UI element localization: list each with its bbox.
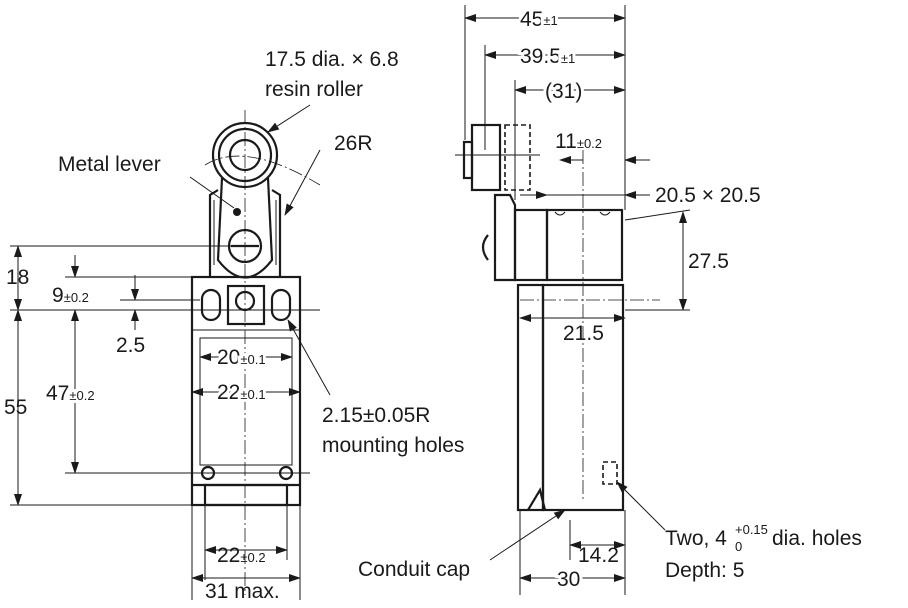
dim-18: 18 [6,266,29,289]
svg-text:Depth: 5: Depth: 5 [665,559,744,582]
side-view: 45±1 39.5±1 (31) 11±0.2 20.5 × 20.5 27.5… [358,5,862,595]
holes-tol-upper: +0.15 [735,522,768,537]
svg-text:20±0.1: 20±0.1 [217,346,266,369]
dim-9-tol: ±0.2 [64,290,89,305]
dim-20-5-square: 20.5 × 20.5 [655,184,761,207]
svg-text:22±0.2: 22±0.2 [217,544,266,567]
dim-20-tol: ±0.1 [240,352,265,367]
holes-label-suffix: dia. holes [772,527,862,550]
svg-text:0: 0 [735,539,742,554]
dim-30: 30 [557,568,580,591]
svg-text:2.5: 2.5 [116,334,145,357]
dim-21-5: 21.5 [563,322,604,345]
dim-11: 11 [555,130,577,153]
svg-text:55: 55 [4,396,27,419]
dim-47-tol: ±0.2 [69,388,94,403]
svg-text:47±0.2: 47±0.2 [46,382,95,405]
dim-11-tol: ±0.2 [577,136,602,151]
svg-text:Conduit cap: Conduit cap [358,558,470,581]
svg-text:+0.15: +0.15 [735,522,768,537]
svg-text:Two, 4: Two, 4 [665,527,727,550]
dim-47: 47 [46,382,69,405]
dim-31: (31) [545,80,582,103]
radius-label: 26R [334,132,373,155]
lever-label: Metal lever [58,153,161,176]
svg-text:20.5 × 20.5: 20.5 × 20.5 [655,184,761,207]
svg-text:45±1: 45±1 [520,8,558,31]
svg-text:18: 18 [6,266,29,289]
svg-text:26R: 26R [334,132,373,155]
svg-text:39.5±1: 39.5±1 [520,45,575,68]
svg-text:27.5: 27.5 [688,250,729,273]
holes-label: 2.15±0.05R [322,404,430,427]
svg-text:21.5: 21.5 [563,322,604,345]
depth-label: Depth: 5 [665,559,744,582]
dim-31-max: 31 max. [205,580,280,603]
holes-label-prefix: Two, 4 [665,527,727,550]
dim-22b: 22 [217,544,240,567]
roller-outline [211,121,279,189]
roller-label-2: resin roller [265,78,363,101]
front-view: 17.5 dia. × 6.8 resin roller Metal lever… [4,48,464,603]
dim-39-5-tol: ±1 [561,51,575,66]
dim-20: 20 [217,346,240,369]
dim-39-5: 39.5 [520,45,561,68]
svg-text:22±0.1: 22±0.1 [217,381,266,404]
svg-text:(31): (31) [545,80,582,103]
svg-text:dia. holes: dia. holes [772,527,862,550]
svg-text:2.15±0.05R: 2.15±0.05R [322,404,430,427]
holes-tol-lower: 0 [735,539,742,554]
svg-text:Metal lever: Metal lever [58,153,161,176]
dim-55: 55 [4,396,27,419]
dim-14-2: 14.2 [578,544,619,567]
holes-label-2: mounting holes [322,434,464,457]
svg-text:30: 30 [557,568,580,591]
dim-27-5: 27.5 [688,250,729,273]
svg-text:31 max.: 31 max. [205,580,280,603]
dim-2-5: 2.5 [116,334,145,357]
conduit-cap-label: Conduit cap [358,558,470,581]
roller-side [470,123,502,192]
svg-text:mounting holes: mounting holes [322,434,464,457]
dim-22b-tol: ±0.2 [240,550,265,565]
svg-text:resin roller: resin roller [265,78,363,101]
dim-22-tol: ±0.1 [240,387,265,402]
svg-text:9±0.2: 9±0.2 [52,284,89,307]
svg-text:17.5 dia. × 6.8: 17.5 dia. × 6.8 [265,48,399,71]
dim-9: 9 [52,284,64,307]
svg-text:14.2: 14.2 [578,544,619,567]
dim-45: 45 [520,8,543,31]
dim-45-tol: ±1 [543,13,557,28]
svg-text:11±0.2: 11±0.2 [555,130,602,153]
head-block [545,208,624,282]
roller-label: 17.5 dia. × 6.8 [265,48,399,71]
dim-22: 22 [217,381,240,404]
